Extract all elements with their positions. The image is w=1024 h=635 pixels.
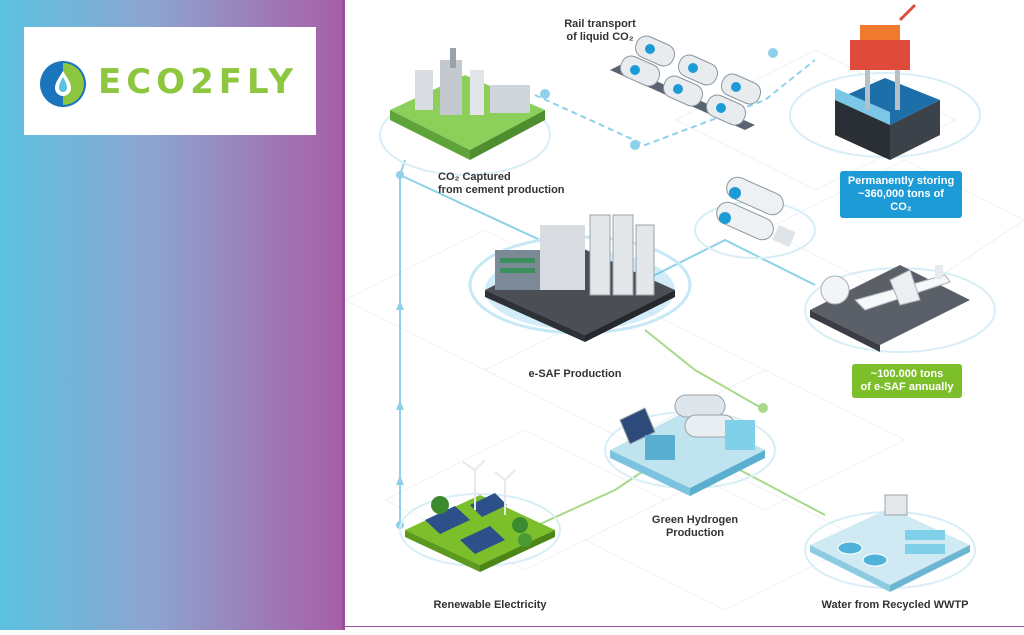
co2-label-line1: CO₂ Captured (438, 171, 511, 183)
rail-tanker-icon (610, 35, 762, 130)
rail-label-line1: Rail transport (564, 18, 636, 30)
esaf-plant-icon (468, 214, 692, 342)
water-wwtp-label: Water from Recycled WWTP (821, 599, 969, 611)
diagram-canvas (343, 3, 1024, 611)
rail-label-line2: of liquid CO₂ (566, 31, 634, 43)
hydrogen-label-line2: Production (665, 527, 725, 539)
storage-badge-line1: Permanently storing (847, 175, 955, 187)
offshore-platform-icon (789, 3, 981, 160)
hydrogen-plant-icon (604, 394, 776, 496)
electricity-to-hydrogen-line (504, 469, 646, 541)
captured-co2-flow-line (399, 174, 541, 241)
hydrogen-label-line1: Green Hydrogen (651, 514, 739, 526)
storage-badge-line2: ~360,000 tons of CO₂ (858, 188, 944, 213)
co2-label-line2: from cement production (438, 184, 565, 196)
cement-plant-icon (379, 48, 551, 176)
side-panel-edge (342, 0, 345, 630)
electricity-flow-line (399, 159, 406, 530)
water-to-hydrogen-line (739, 469, 826, 516)
process-diagram: Rail transport of liquid CO₂ CO₂ Capture… (343, 0, 1024, 630)
esaf-badge-line2: of e-SAF annually (860, 381, 954, 393)
co2-captured-label: CO₂ Captured from cement production (410, 171, 580, 197)
renewable-electricity-label: Renewable Electricity (433, 599, 547, 611)
esaf-badge-line1: ~100.000 tons (870, 368, 944, 380)
esaf-volume-badge: ~100.000 tons of e-SAF annually (852, 364, 962, 398)
rail-flow-line (534, 59, 816, 147)
water-treatment-icon (804, 494, 976, 592)
truck-flow-line (644, 238, 816, 286)
storage-badge: Permanently storing ~360,000 tons of CO₂ (840, 171, 962, 218)
flow-lines (396, 48, 826, 541)
wind-solar-farm-icon (399, 459, 561, 572)
tanker-truck-icon (694, 176, 816, 259)
hydrogen-to-esaf-line (644, 329, 766, 411)
rail-transport-label: Rail transport of liquid CO₂ (555, 18, 645, 44)
green-hydrogen-label: Green Hydrogen Production (635, 514, 755, 540)
droplet-leaf-icon (40, 61, 86, 107)
bottom-border (345, 626, 1024, 627)
logo-wordmark: ECO2FLY (98, 62, 298, 102)
esaf-production-label: e-SAF Production (528, 368, 622, 380)
airport-icon (804, 265, 996, 353)
